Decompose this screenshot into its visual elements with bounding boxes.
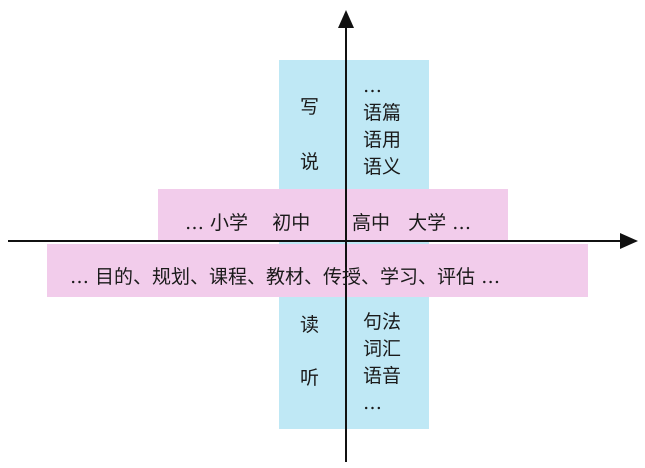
- horizontal-axis-arrow: [620, 233, 638, 249]
- lower-level-item: 语音: [363, 365, 402, 387]
- skill-label-read: 读: [300, 314, 320, 336]
- stages-left: … 小学 初中: [185, 212, 311, 234]
- upper-level-stack: … 语篇 语用 语义: [363, 73, 401, 181]
- lower-level-stack: 句法 词汇 语音 …: [363, 309, 401, 417]
- upper-level-item: 语用: [363, 129, 402, 151]
- skill-label-write: 写: [300, 96, 320, 118]
- lower-level-item: …: [363, 392, 382, 414]
- upper-level-item: 语义: [363, 156, 402, 178]
- skill-label-listen: 听: [300, 367, 320, 389]
- process-row: … 目的、规划、课程、教材、传授、学习、评估 …: [70, 266, 501, 288]
- lower-level-item: 句法: [363, 311, 402, 333]
- upper-level-item: …: [363, 75, 382, 97]
- stages-right: 高中 大学 …: [352, 212, 472, 234]
- skill-label-speak: 说: [300, 151, 320, 173]
- vertical-axis-arrow: [338, 10, 354, 28]
- upper-level-item: 语篇: [363, 102, 402, 124]
- horizontal-band-stages: [158, 189, 508, 241]
- lower-level-item: 词汇: [363, 338, 402, 360]
- horizontal-band-process: [47, 244, 588, 297]
